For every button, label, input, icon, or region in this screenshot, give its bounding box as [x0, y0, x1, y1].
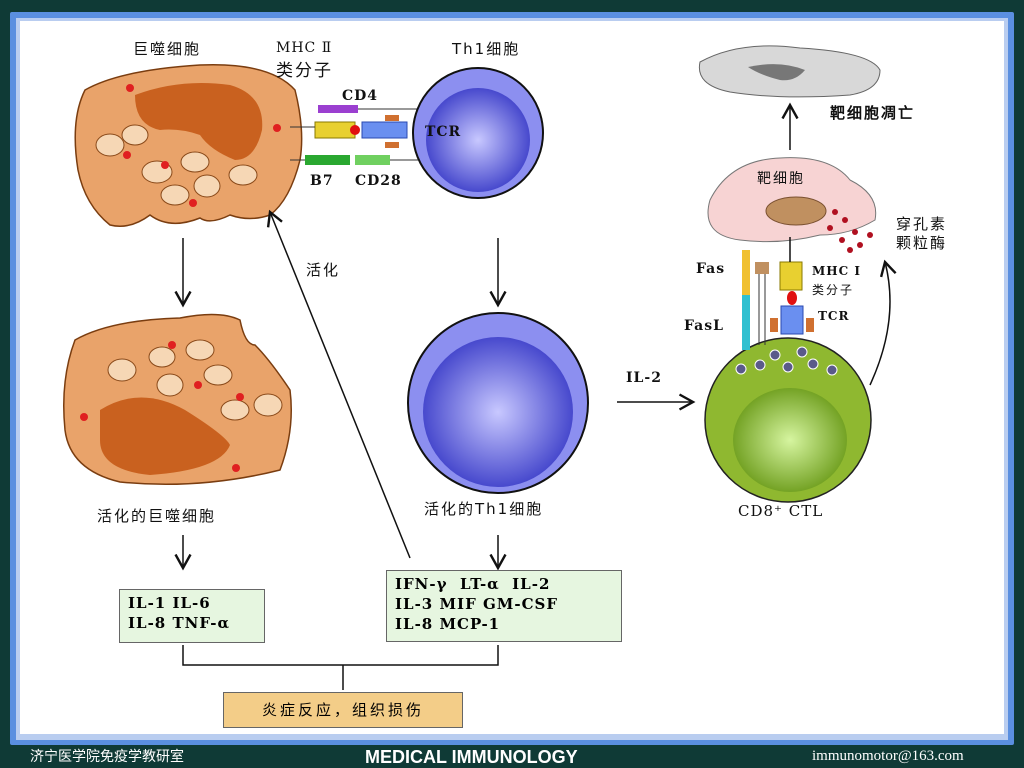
cytokine-line: IL-1 IL-6: [128, 594, 211, 612]
ctl-cell: [704, 250, 872, 503]
cytokine-line: IL-3 MIF GM-CSF: [395, 595, 559, 613]
fas-label: Fas: [696, 261, 726, 277]
mitochondria: [95, 124, 258, 206]
target-death-label: 靶细胞凋亡: [830, 104, 916, 122]
footer-email: immunomotor@163.com: [812, 748, 964, 764]
cd28-label: CD28: [355, 173, 402, 189]
receptor-complex: [290, 105, 420, 165]
cytokine-line: IL-8 TNF-α: [128, 614, 231, 632]
activate-label: 活化: [306, 261, 341, 279]
macrophage-label: 巨噬细胞: [133, 40, 202, 58]
th1-label: Th1细胞: [452, 40, 521, 58]
b7-label: B7: [310, 173, 334, 189]
activated-th1-cell: [407, 312, 589, 494]
il2-label: IL-2: [626, 370, 662, 386]
perforin-label: 穿孔素: [896, 215, 948, 233]
cytokine-line: IFN-γ LT-α IL-2: [395, 575, 551, 593]
mhc1-label: MHC Ⅰ: [812, 264, 861, 278]
activated-th1-label: 活化的Th1细胞: [424, 500, 544, 518]
activated-macrophage-label: 活化的巨噬细胞: [97, 507, 217, 525]
activated-macrophage-cell: [63, 313, 292, 486]
ctl-label: CD8⁺ CTL: [738, 502, 824, 520]
fasl-label: FasL: [684, 318, 724, 334]
cytokine-line: IL-8 MCP-1: [395, 615, 501, 633]
macrophage-cell: [74, 63, 303, 227]
footer-title: MEDICAL IMMUNOLOGY: [365, 747, 578, 767]
outcome-box: 炎症反应，组织损伤: [223, 692, 463, 728]
apoptotic-target-cell: [698, 45, 881, 98]
mhc2-label-cn: 类分子: [276, 61, 333, 81]
mhc2-label: MHC Ⅱ: [276, 40, 333, 56]
cd4-label: CD4: [342, 88, 379, 104]
tcr-label: TCR: [425, 124, 462, 140]
tcr2-label: TCR: [818, 309, 850, 323]
macrophage-cytokine-box: IL-1 IL-6 IL-8 TNF-α: [119, 589, 265, 643]
footer-institution: 济宁医学院免疫学教研室: [30, 749, 184, 765]
target-cell-label: 靶细胞: [757, 171, 805, 187]
arrows: [174, 102, 897, 690]
target-cell: [707, 157, 877, 253]
mhc1-label-cn: 类分子: [812, 283, 855, 297]
th1-cytokine-box: IFN-γ LT-α IL-2 IL-3 MIF GM-CSF IL-8 MCP…: [386, 570, 622, 642]
th1-cell: [412, 67, 544, 199]
granzyme-label: 颗粒酶: [896, 234, 948, 252]
